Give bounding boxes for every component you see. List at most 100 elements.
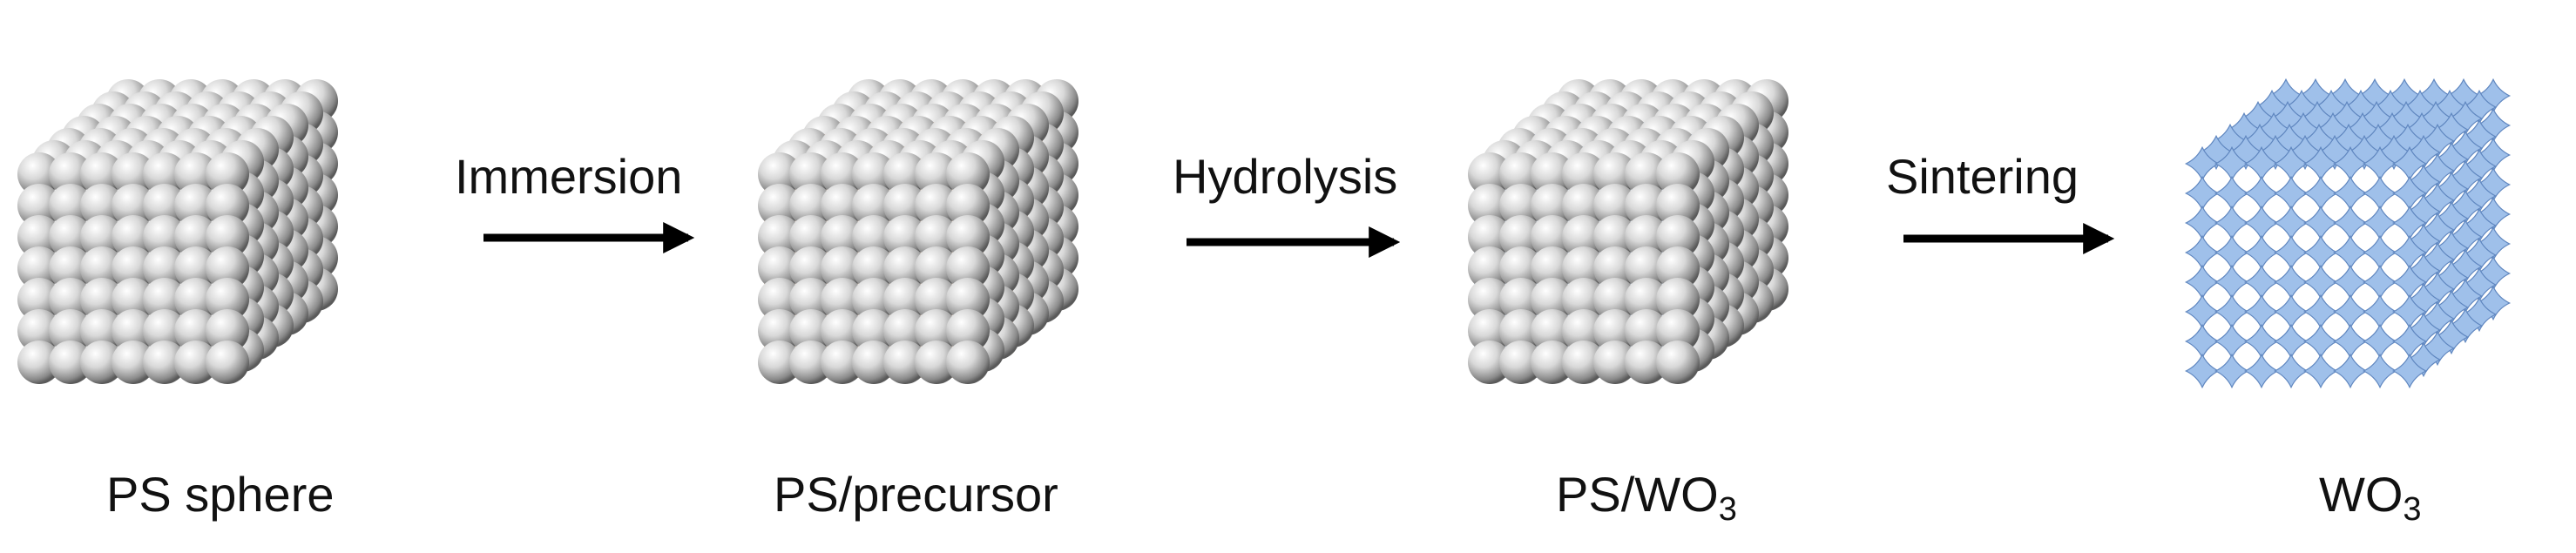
ps-sphere	[1468, 215, 1511, 259]
ps-sphere	[1531, 341, 1574, 384]
ps-sphere	[821, 152, 864, 196]
ps-sphere	[1593, 278, 1637, 321]
wo3-node	[2184, 264, 2221, 300]
ps-sphere	[1593, 152, 1637, 196]
step-label-hydrolysis: Hydrolysis	[1173, 149, 1398, 204]
ps-sphere	[821, 309, 864, 353]
wo3-node	[2273, 234, 2309, 271]
ps-sphere	[915, 215, 958, 259]
ps-sphere	[1625, 278, 1668, 321]
wo3-node	[2302, 175, 2339, 212]
wo3-node	[2332, 293, 2369, 330]
ps-sphere	[1625, 246, 1668, 290]
wo3-node	[2273, 353, 2309, 389]
ps-sphere	[852, 152, 896, 196]
ps-sphere	[1468, 246, 1511, 290]
wo3-node	[2184, 353, 2221, 389]
ps-sphere	[49, 215, 92, 259]
ps-sphere	[1499, 341, 1543, 384]
ps-sphere	[758, 184, 801, 227]
cube-ps-sphere	[17, 79, 338, 384]
ps-sphere	[758, 309, 801, 353]
ps-sphere	[1531, 246, 1574, 290]
ps-sphere	[80, 278, 124, 321]
cube-wo3-framework	[2184, 78, 2512, 389]
ps-sphere	[1656, 246, 1700, 290]
wo3-node	[2184, 175, 2221, 212]
wo3-node	[2243, 205, 2280, 241]
ps-sphere	[1499, 246, 1543, 290]
ps-sphere	[758, 278, 801, 321]
wo3-node	[2214, 234, 2250, 271]
ps-sphere	[946, 215, 990, 259]
ps-sphere	[1499, 309, 1543, 353]
ps-sphere	[1531, 215, 1574, 259]
ps-sphere	[946, 246, 990, 290]
wo3-node	[2184, 205, 2221, 241]
wo3-node	[2391, 293, 2428, 330]
ps-sphere	[49, 184, 92, 227]
ps-sphere	[1468, 278, 1511, 321]
ps-sphere	[112, 341, 155, 384]
ps-sphere	[1625, 152, 1668, 196]
ps-sphere	[1562, 215, 1606, 259]
ps-sphere	[946, 278, 990, 321]
ps-sphere	[112, 246, 155, 290]
wo3-node	[2273, 323, 2309, 360]
ps-sphere	[1625, 309, 1668, 353]
ps-sphere	[883, 309, 927, 353]
ps-sphere	[17, 152, 61, 196]
ps-sphere	[1562, 278, 1606, 321]
stage-label-ps-wo3: PS/WO3	[1556, 466, 1737, 529]
ps-sphere	[946, 309, 990, 353]
ps-sphere	[789, 278, 833, 321]
ps-sphere	[789, 246, 833, 290]
ps-sphere	[112, 278, 155, 321]
wo3-node	[2362, 264, 2398, 300]
ps-sphere	[143, 152, 186, 196]
wo3-node	[2302, 205, 2339, 241]
wo3-node	[2391, 145, 2428, 182]
ps-sphere	[1562, 184, 1606, 227]
ps-sphere	[758, 152, 801, 196]
ps-sphere	[49, 278, 92, 321]
stage-label-text: PS/WO	[1556, 467, 1719, 522]
ps-sphere	[915, 278, 958, 321]
ps-sphere	[1499, 215, 1543, 259]
ps-sphere	[821, 184, 864, 227]
wo3-node	[2332, 205, 2369, 241]
ps-sphere	[1531, 152, 1574, 196]
ps-sphere	[49, 309, 92, 353]
ps-sphere	[883, 278, 927, 321]
ps-sphere	[112, 309, 155, 353]
ps-sphere	[80, 246, 124, 290]
ps-sphere	[1593, 341, 1637, 384]
ps-sphere	[174, 278, 218, 321]
ps-sphere	[1593, 246, 1637, 290]
ps-sphere	[915, 246, 958, 290]
ps-sphere	[852, 184, 896, 227]
wo3-node	[2273, 175, 2309, 212]
ps-sphere	[1656, 184, 1700, 227]
ps-sphere	[946, 341, 990, 384]
ps-sphere	[17, 309, 61, 353]
ps-sphere	[112, 215, 155, 259]
wo3-node	[2184, 323, 2221, 360]
wo3-node	[2332, 323, 2369, 360]
ps-sphere	[1625, 341, 1668, 384]
wo3-node	[2243, 234, 2280, 271]
stage-label-text: WO	[2319, 467, 2404, 522]
ps-sphere	[1562, 152, 1606, 196]
ps-sphere	[1468, 341, 1511, 384]
ps-sphere	[49, 152, 92, 196]
ps-sphere	[852, 309, 896, 353]
ps-sphere	[883, 152, 927, 196]
ps-sphere	[1625, 184, 1668, 227]
ps-sphere	[112, 184, 155, 227]
ps-sphere	[915, 341, 958, 384]
ps-sphere	[80, 184, 124, 227]
wo3-node	[2362, 353, 2398, 389]
wo3-node	[2332, 264, 2369, 300]
ps-sphere	[821, 278, 864, 321]
ps-sphere	[1625, 215, 1668, 259]
